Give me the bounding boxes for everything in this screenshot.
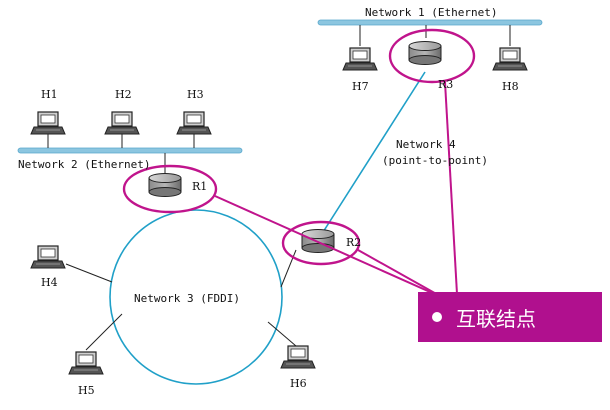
bullet-icon [432,312,442,322]
network3-label: Network 3 (FDDI) [134,292,240,305]
pointer-r2 [357,249,441,297]
pointer-r1 [214,195,449,301]
network2-label: Network 2 (Ethernet) [18,158,150,171]
router-r2-label: R2 [346,236,361,249]
network1-segment [317,19,543,26]
host-h3-label: H3 [187,88,204,101]
network1-label: Network 1 (Ethernet) [365,6,497,19]
router-r1 [148,173,182,197]
network2-segment [17,147,243,154]
pointer-r3 [444,81,458,295]
host-h3 [176,111,212,135]
host-h2-label: H2 [115,88,132,101]
router-r1-label: R1 [192,180,207,193]
router-r3-label: R3 [438,78,453,91]
host-h7-label: H7 [352,80,369,93]
host-h6-label: H6 [290,377,307,390]
router-r1-highlight [122,164,218,214]
network4-label: Network 4 [396,138,456,151]
router-r2-highlight [281,220,361,266]
interconnect-node-callout: 互联结点 [418,292,602,342]
host-h2 [104,111,140,135]
network3-fddi-ring [109,209,283,385]
host-h5 [68,351,104,375]
host-h5-label: H5 [78,384,95,397]
host-h8-label: H8 [502,80,519,93]
router-r3-highlight [388,28,476,84]
host-h1-label: H1 [41,88,58,101]
host-h4-label: H4 [41,276,58,289]
network4-link [317,71,426,241]
host-h4 [30,245,66,269]
network4-sublabel: (point-to-point) [382,154,488,167]
host-h6 [280,345,316,369]
host-h7 [342,47,378,71]
host-h8 [492,47,528,71]
host-h1 [30,111,66,135]
callout-text: 互联结点 [456,306,536,331]
router-r3 [408,41,442,65]
